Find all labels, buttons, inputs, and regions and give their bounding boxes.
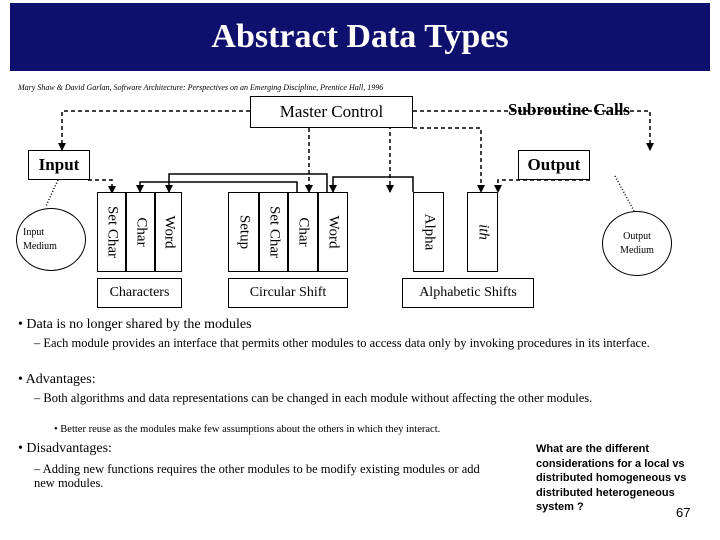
cs-op-word: Word (318, 192, 348, 272)
as-op-ith: ith (467, 192, 498, 272)
slide-title: Abstract Data Types (211, 18, 509, 55)
title-bar: Abstract Data Types (10, 3, 710, 71)
master-control-box: Master Control (250, 96, 413, 128)
alphabetic-shifts-label: Alphabetic Shifts (419, 285, 517, 300)
as-op-alpha: Alpha (413, 192, 444, 272)
alphabetic-shifts-box: Alphabetic Shifts (402, 278, 534, 308)
output-medium-label: Output Medium (620, 230, 654, 256)
characters-box: Characters (97, 278, 182, 308)
call-line-input (58, 110, 250, 151)
citation: Mary Shaw & David Garlan, Software Archi… (18, 83, 384, 92)
cs-op-char: Char (288, 192, 318, 272)
op-word: Word (155, 192, 182, 272)
page-number: 67 (676, 505, 691, 520)
cs-op-set-char: Set Char (259, 192, 288, 272)
bullet-disadvantage-detail: – Adding new functions requires the othe… (34, 462, 480, 490)
input-label: Input (38, 155, 80, 174)
output-box: Output (518, 150, 590, 180)
output-medium-oval: Output Medium (602, 211, 672, 276)
bullet-data-not-shared: • Data is no longer shared by the module… (18, 317, 252, 332)
call-line-input-to-setchar (88, 179, 116, 194)
op-set-char: Set Char (97, 192, 126, 272)
master-control-label: Master Control (279, 102, 384, 121)
characters-label: Characters (109, 285, 170, 300)
bullet-disadvantages: • Disadvantages: (18, 441, 112, 456)
call-line-ith (413, 127, 485, 193)
subroutine-calls-label: Subroutine Calls (508, 100, 631, 119)
call-line-circular-word (165, 173, 328, 193)
bullet-interface-detail: – Each module provides an interface that… (34, 336, 650, 350)
side-note-question: What are the different considerations fo… (536, 443, 687, 513)
bullet-better-reuse: • Better reuse as the modules make few a… (54, 424, 441, 435)
call-line-alpha-to-word (329, 176, 414, 193)
output-label: Output (527, 155, 581, 174)
input-medium-label: Input Medium (23, 226, 57, 252)
call-line-output-to-ith (494, 179, 590, 193)
op-char: Char (126, 192, 155, 272)
call-line-output (413, 110, 654, 151)
circular-shift-label: Circular Shift (249, 285, 327, 300)
input-box: Input (28, 150, 90, 180)
bullet-advantage-detail: – Both algorithms and data representatio… (34, 391, 593, 405)
bullet-advantages: • Advantages: (18, 372, 96, 387)
call-line-circular-char (136, 181, 298, 193)
cs-op-setup: Setup (228, 192, 259, 272)
input-medium-oval: Input Medium (16, 208, 86, 271)
circular-shift-box: Circular Shift (228, 278, 348, 308)
data-line-output-medium (614, 175, 635, 212)
